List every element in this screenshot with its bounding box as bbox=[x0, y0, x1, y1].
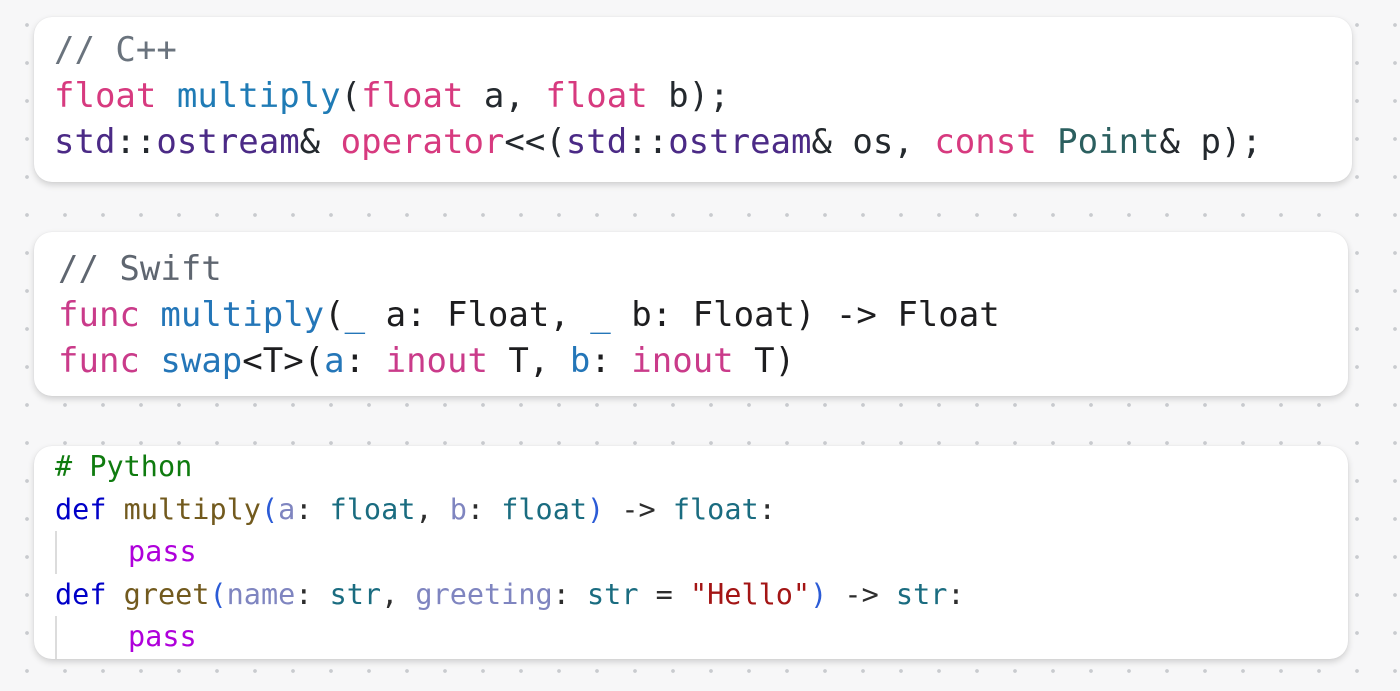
indent-guide bbox=[55, 531, 128, 574]
code-token: ) bbox=[810, 577, 828, 611]
code-token: def bbox=[55, 492, 107, 526]
code-token: : bbox=[344, 341, 386, 381]
code-token: & os, bbox=[811, 122, 935, 162]
code-token: float bbox=[329, 492, 416, 526]
code-token: // Swift bbox=[58, 249, 222, 289]
code-token bbox=[106, 578, 123, 611]
code-token: str bbox=[329, 577, 382, 611]
code-line: func multiply(_ a: Float, _ b: Float) ->… bbox=[58, 292, 1348, 338]
code-token: func bbox=[58, 295, 140, 335]
code-token: a bbox=[278, 492, 296, 526]
code-block-cpp: // C++float multiply(float a, float b);s… bbox=[54, 27, 1352, 165]
code-token: : bbox=[295, 492, 330, 526]
code-token: name bbox=[226, 577, 296, 611]
code-token: : bbox=[466, 492, 502, 526]
code-token: a, bbox=[463, 76, 546, 116]
code-token: ( bbox=[324, 295, 345, 335]
code-token: float bbox=[501, 492, 588, 526]
code-token: :: bbox=[627, 122, 669, 162]
code-token: , bbox=[381, 577, 416, 611]
code-token: T) bbox=[733, 341, 796, 381]
code-token: <T>( bbox=[242, 341, 325, 381]
code-token: = bbox=[638, 577, 690, 611]
code-token: ) bbox=[587, 492, 605, 526]
code-token: ( bbox=[209, 577, 227, 611]
code-token: pass bbox=[128, 620, 197, 653]
code-line: pass bbox=[55, 531, 1348, 574]
code-token: -> bbox=[604, 492, 673, 526]
code-token: ( bbox=[340, 76, 362, 116]
code-token: inout bbox=[631, 341, 734, 381]
code-line: float multiply(float a, float b); bbox=[54, 73, 1352, 119]
code-token bbox=[140, 295, 160, 335]
code-token: _ bbox=[590, 295, 611, 335]
code-token: : bbox=[758, 492, 776, 526]
code-token: float bbox=[54, 76, 157, 116]
code-token: -> bbox=[827, 577, 896, 611]
code-token: const bbox=[934, 122, 1037, 162]
code-token: str bbox=[895, 577, 948, 611]
code-token: :: bbox=[115, 122, 157, 162]
code-token: // C++ bbox=[54, 30, 177, 70]
code-token: greet bbox=[123, 577, 210, 611]
code-token: b bbox=[569, 341, 591, 381]
code-token: str bbox=[587, 577, 639, 611]
code-token: & bbox=[299, 122, 341, 162]
code-line: std::ostream& operator<<(std::ostream& o… bbox=[54, 119, 1352, 165]
code-token bbox=[1037, 122, 1057, 162]
code-token: , bbox=[415, 492, 450, 526]
code-line: // Swift bbox=[58, 246, 1348, 292]
code-token: a: Float, bbox=[365, 295, 591, 335]
code-token: Point bbox=[1057, 122, 1160, 162]
code-line: def greet(name: str, greeting: str = "He… bbox=[55, 574, 1348, 617]
code-token: multiply bbox=[176, 76, 341, 116]
code-line: # Python bbox=[55, 446, 1348, 489]
code-token: ostream bbox=[668, 122, 812, 162]
code-token: "Hello" bbox=[689, 577, 811, 611]
indent-guide bbox=[55, 616, 128, 659]
code-token: b); bbox=[647, 76, 730, 116]
code-token bbox=[106, 493, 123, 526]
code-line: def multiply(a: float, b: float) -> floa… bbox=[55, 489, 1348, 532]
code-card-cpp: // C++float multiply(float a, float b);s… bbox=[34, 17, 1352, 182]
code-token: float bbox=[545, 76, 648, 116]
code-token: multiply bbox=[160, 295, 325, 335]
code-token: float bbox=[361, 76, 464, 116]
code-token: multiply bbox=[123, 492, 261, 526]
code-token: def bbox=[55, 577, 107, 611]
code-token: operator bbox=[340, 122, 505, 162]
code-token: b: Float) -> Float bbox=[610, 295, 1000, 335]
code-token: greeting bbox=[415, 577, 553, 611]
code-token: pass bbox=[128, 535, 197, 568]
code-line: func swap<T>(a: inout T, b: inout T) bbox=[58, 338, 1348, 384]
code-token: & p); bbox=[1159, 122, 1262, 162]
code-token: : bbox=[295, 577, 330, 611]
code-token: : bbox=[552, 577, 588, 611]
code-token: swap bbox=[160, 341, 243, 381]
code-token bbox=[156, 76, 176, 116]
code-token: : bbox=[590, 341, 632, 381]
code-token: std bbox=[565, 122, 628, 162]
code-token: a bbox=[324, 341, 345, 381]
code-token: ostream bbox=[156, 122, 300, 162]
code-line: // C++ bbox=[54, 27, 1352, 73]
code-token: : bbox=[947, 577, 965, 611]
code-token bbox=[140, 341, 160, 381]
code-token: func bbox=[58, 341, 140, 381]
code-token: std bbox=[54, 122, 116, 162]
code-token: b bbox=[449, 492, 467, 526]
code-token: <<( bbox=[504, 122, 566, 162]
code-line: pass bbox=[55, 616, 1348, 659]
code-token: float bbox=[672, 492, 759, 526]
code-token: ( bbox=[260, 492, 279, 526]
code-token: T, bbox=[487, 341, 570, 381]
code-token: _ bbox=[344, 295, 366, 335]
code-token: # Python bbox=[55, 450, 193, 483]
code-token: inout bbox=[385, 341, 488, 381]
